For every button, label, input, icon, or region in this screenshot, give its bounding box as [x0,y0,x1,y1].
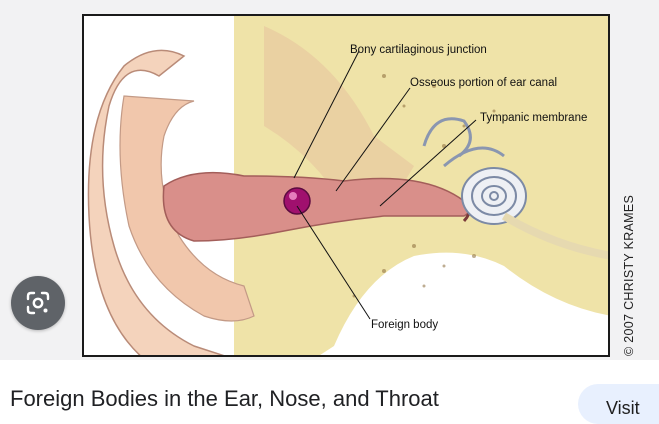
leader-osseous-portion [335,87,411,192]
semicircular-canals [422,117,505,168]
ear-illustration: Bony cartilaginous junction Osseous port… [87,16,608,355]
label-foreign-body: Foreign body [371,319,438,331]
nerve-shape [501,212,608,260]
result-title[interactable]: Foreign Bodies in the Ear, Nose, and Thr… [10,386,439,411]
auricle-inner [119,95,255,322]
cartilage-shape [264,26,414,216]
label-bony-junction: Bony cartilaginous junction [350,44,487,56]
visit-button-label: Visit [606,398,640,418]
leader-foreign-body [296,205,371,320]
leader-bony-junction [293,50,360,179]
foreign-body-highlight [289,192,297,200]
ear-anatomy-figure: Bony cartilaginous junction Osseous port… [82,14,610,357]
visit-button[interactable]: Visit [578,384,659,424]
cochlea [461,167,527,225]
google-lens-icon [26,291,50,315]
google-lens-button[interactable] [11,276,65,330]
copyright-text: © 2007 CHRISTY KRAMES [622,194,636,356]
label-osseous-portion: Osseous portion of ear canal [410,77,557,89]
auricle-outer [87,49,225,355]
foreign-body-shape [283,187,311,215]
leader-tympanic [379,119,477,207]
copyright-notice: © 2007 CHRISTY KRAMES [612,180,636,356]
image-preview-area[interactable]: Bony cartilaginous junction Osseous port… [0,0,659,360]
label-tympanic-membrane: Tympanic membrane [480,112,587,124]
